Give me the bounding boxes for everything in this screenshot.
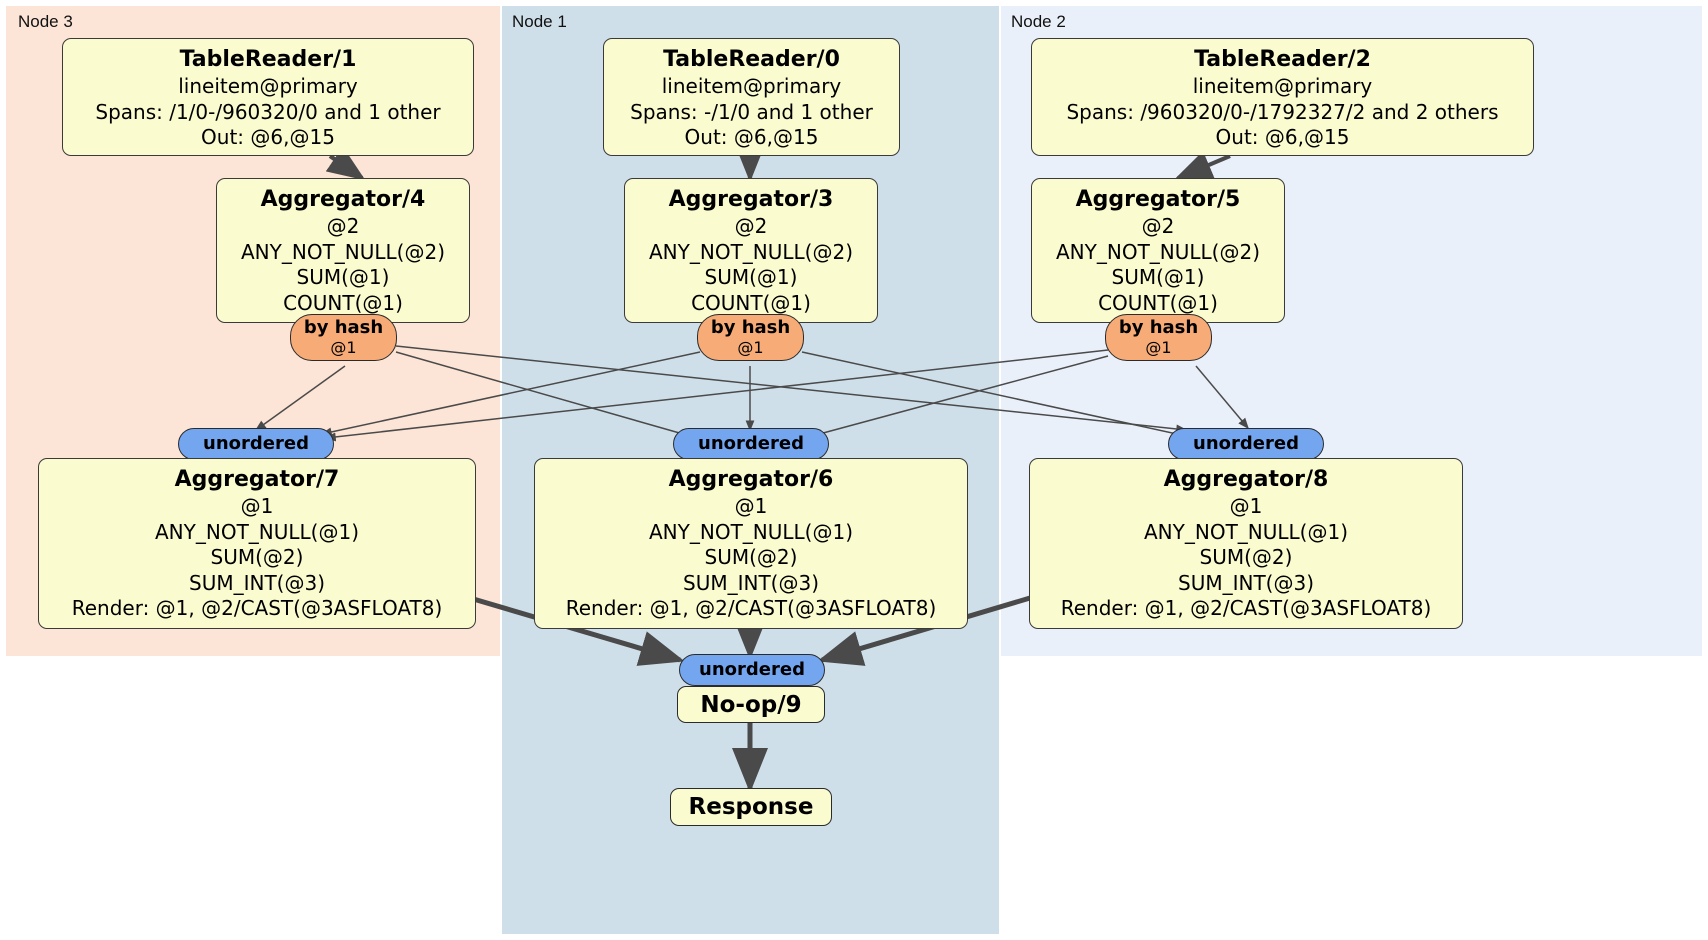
processor-aggregator-8[interactable]: Aggregator/8 @1 ANY_NOT_NULL(@1) SUM(@2)… — [1029, 458, 1463, 629]
hash-router-column: @1 — [737, 338, 764, 357]
processor-line: @1 — [734, 494, 768, 518]
processor-line: Spans: -/1/0 and 1 other — [630, 99, 873, 124]
processor-line: COUNT(@1) — [691, 290, 811, 315]
processor-line: COUNT(@1) — [283, 290, 403, 315]
processor-line: Spans: /960320/0-/1792327/2 and 2 others — [1066, 99, 1499, 124]
processor-line: Render: @1, @2/CAST(@3ASFLOAT8) — [71, 596, 443, 620]
hash-router-column: @1 — [330, 338, 357, 357]
processor-table-reader-2[interactable]: TableReader/2 lineitem@primary Spans: /9… — [1031, 38, 1534, 156]
unordered-sync-label: unordered — [1193, 433, 1299, 454]
unordered-sync-label: unordered — [698, 433, 804, 454]
processor-line: SUM(@2) — [1199, 545, 1293, 569]
processor-aggregator-5[interactable]: Aggregator/5 @2 ANY_NOT_NULL(@2) SUM(@1)… — [1031, 178, 1285, 323]
processor-title: Aggregator/6 — [668, 467, 834, 492]
node-label-node1: Node 1 — [512, 12, 567, 31]
hash-router-label: by hash — [1118, 317, 1199, 338]
processor-line: @1 — [240, 494, 274, 518]
processor-line: @2 — [326, 214, 360, 238]
processor-line: ANY_NOT_NULL(@2) — [241, 239, 445, 264]
processor-line: lineitem@primary — [661, 74, 842, 98]
unordered-sync-aggregator-6[interactable]: unordered — [673, 428, 829, 460]
processor-line: ANY_NOT_NULL(@1) — [649, 519, 853, 544]
unordered-sync-aggregator-7[interactable]: unordered — [178, 428, 334, 460]
processor-line: SUM(@1) — [1111, 265, 1205, 289]
processor-title: No-op/9 — [700, 691, 802, 718]
processor-line: Render: @1, @2/CAST(@3ASFLOAT8) — [565, 596, 937, 620]
processor-line: SUM_INT(@3) — [683, 570, 819, 595]
processor-line: @2 — [1141, 214, 1175, 238]
processor-title: Aggregator/3 — [668, 187, 834, 212]
processor-title: Aggregator/5 — [1075, 187, 1241, 212]
hash-router-column: @1 — [1145, 338, 1172, 357]
processor-line: SUM(@1) — [704, 265, 798, 289]
processor-line: SUM_INT(@3) — [1178, 570, 1314, 595]
hash-router-aggregator-4[interactable]: by hash @1 — [290, 314, 397, 361]
processor-line: SUM(@2) — [704, 545, 798, 569]
processor-line: lineitem@primary — [1192, 74, 1373, 98]
processor-line: Out: @6,@15 — [1215, 125, 1350, 149]
processor-aggregator-3[interactable]: Aggregator/3 @2 ANY_NOT_NULL(@2) SUM(@1)… — [624, 178, 878, 323]
unordered-sync-label: unordered — [203, 433, 309, 454]
processor-line: Spans: /1/0-/960320/0 and 1 other — [95, 99, 441, 124]
processor-line: @2 — [734, 214, 768, 238]
hash-router-label: by hash — [303, 317, 384, 338]
processor-table-reader-1[interactable]: TableReader/1 lineitem@primary Spans: /1… — [62, 38, 474, 156]
processor-line: SUM(@1) — [296, 265, 390, 289]
processor-line: SUM_INT(@3) — [189, 570, 325, 595]
unordered-sync-label: unordered — [699, 659, 805, 680]
hash-router-aggregator-3[interactable]: by hash @1 — [697, 314, 804, 361]
processor-line: Out: @6,@15 — [684, 125, 819, 149]
processor-response[interactable]: Response — [670, 788, 832, 826]
node-label-node3: Node 3 — [18, 12, 73, 31]
hash-router-label: by hash — [710, 317, 791, 338]
processor-line: ANY_NOT_NULL(@1) — [155, 519, 359, 544]
processor-line: lineitem@primary — [178, 74, 358, 98]
processor-line: COUNT(@1) — [1098, 290, 1218, 315]
processor-aggregator-4[interactable]: Aggregator/4 @2 ANY_NOT_NULL(@2) SUM(@1)… — [216, 178, 470, 323]
processor-title: Aggregator/8 — [1163, 467, 1329, 492]
processor-title: Response — [688, 794, 814, 820]
unordered-sync-aggregator-8[interactable]: unordered — [1168, 428, 1324, 460]
processor-line: ANY_NOT_NULL(@2) — [649, 239, 853, 264]
node-label-node2: Node 2 — [1011, 12, 1066, 31]
processor-line: ANY_NOT_NULL(@1) — [1144, 519, 1348, 544]
processor-noop-9[interactable]: No-op/9 — [677, 686, 825, 723]
processor-line: ANY_NOT_NULL(@2) — [1056, 239, 1260, 264]
processor-aggregator-6[interactable]: Aggregator/6 @1 ANY_NOT_NULL(@1) SUM(@2)… — [534, 458, 968, 629]
processor-title: Aggregator/4 — [260, 187, 426, 212]
processor-title: TableReader/2 — [1194, 47, 1371, 72]
unordered-sync-noop-9[interactable]: unordered — [679, 654, 825, 686]
processor-line: @1 — [1229, 494, 1263, 518]
processor-title: TableReader/1 — [179, 47, 357, 72]
hash-router-aggregator-5[interactable]: by hash @1 — [1105, 314, 1212, 361]
processor-line: Render: @1, @2/CAST(@3ASFLOAT8) — [1060, 596, 1432, 620]
processor-table-reader-0[interactable]: TableReader/0 lineitem@primary Spans: -/… — [603, 38, 900, 156]
processor-title: TableReader/0 — [663, 47, 840, 72]
processor-line: SUM(@2) — [210, 545, 304, 569]
processor-aggregator-7[interactable]: Aggregator/7 @1 ANY_NOT_NULL(@1) SUM(@2)… — [38, 458, 476, 629]
processor-title: Aggregator/7 — [174, 467, 340, 492]
processor-line: Out: @6,@15 — [201, 125, 335, 149]
